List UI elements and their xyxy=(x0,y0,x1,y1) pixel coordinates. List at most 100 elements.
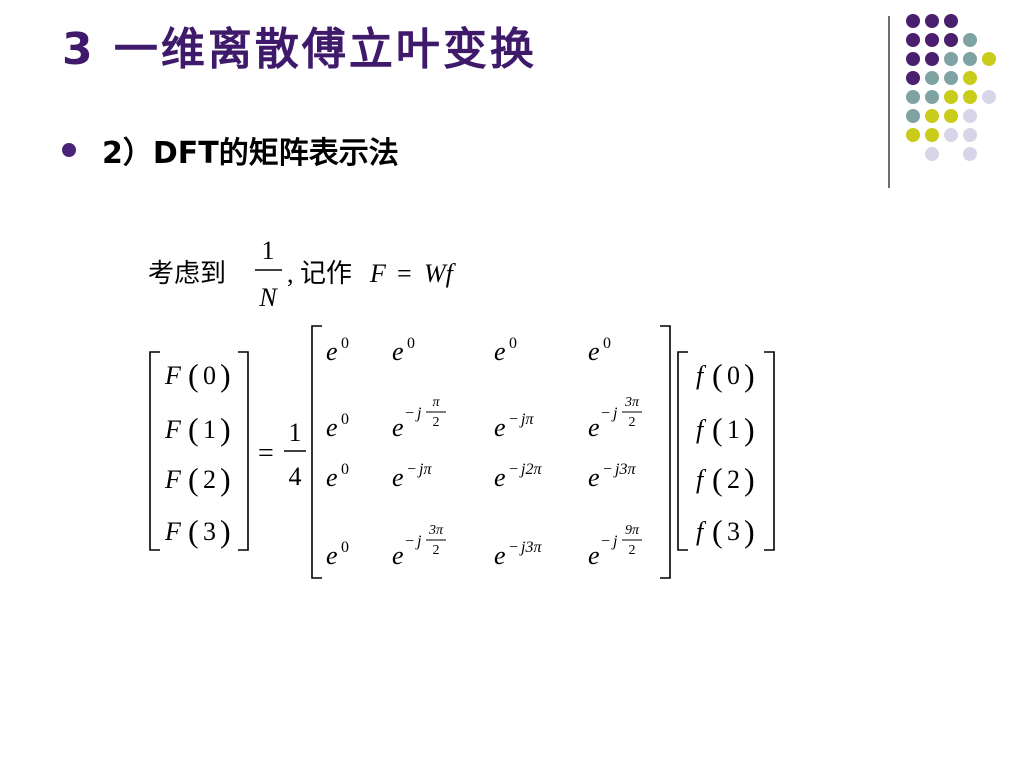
lhs-entry-arg: 0 xyxy=(203,361,216,390)
decorative-dot xyxy=(963,90,977,104)
intro-eq-rhs: Wf xyxy=(424,259,457,288)
matrix-entry-exponent: j2π xyxy=(519,461,542,478)
matrix-entry-exponent: 0 xyxy=(341,335,349,352)
matrix-entry-base: e xyxy=(392,541,404,570)
exponent-minus: − xyxy=(603,461,612,478)
lhs-vector: F(0)F(1)F(2)F(3) xyxy=(149,351,249,551)
lhs-paren-open: ( xyxy=(188,461,199,497)
decorative-dot xyxy=(944,128,958,142)
scale-numerator: 1 xyxy=(289,418,302,447)
decorative-dot xyxy=(963,71,977,85)
matrix-entry-base: e xyxy=(588,413,600,442)
intro-prefix: 考虑到 xyxy=(148,259,226,288)
exponent-minus: − xyxy=(405,405,414,422)
bullet-dot-icon xyxy=(62,143,76,157)
rhs-paren-open: ( xyxy=(712,513,723,549)
decorative-dot xyxy=(944,71,958,85)
equals-sign: = xyxy=(258,438,274,469)
rhs-entry-arg: 2 xyxy=(727,465,740,494)
decorative-dot xyxy=(963,147,977,161)
rhs-entry-arg: 3 xyxy=(727,517,740,546)
decorative-dot xyxy=(925,71,939,85)
exponent-fraction-denominator: 2 xyxy=(629,543,636,558)
matrix-entry-exponent: 0 xyxy=(341,461,349,478)
decorative-dot xyxy=(944,109,958,123)
rhs-entry-symbol: f xyxy=(696,415,707,444)
lhs-left-bracket xyxy=(149,351,160,551)
decorative-dot xyxy=(906,14,920,28)
rhs-paren-close: ) xyxy=(744,411,755,447)
decorative-dot xyxy=(963,52,977,66)
lhs-entry-arg: 1 xyxy=(203,415,216,444)
decorative-dot-grid xyxy=(906,14,1006,164)
lhs-paren-close: ) xyxy=(220,513,231,549)
exponent-minus: − xyxy=(407,461,416,478)
exponent-minus: − xyxy=(509,539,518,556)
intro-line: 考虑到 1 N , 记作 F = Wf xyxy=(148,236,457,312)
exponent-minus: − xyxy=(601,405,610,422)
w-right-bracket xyxy=(660,325,671,579)
matrix-entry-base: e xyxy=(588,463,600,492)
lhs-paren-open: ( xyxy=(188,513,199,549)
matrix-entry-exponent: 0 xyxy=(341,539,349,556)
lhs-paren-close: ) xyxy=(220,357,231,393)
matrix-entry-exponent: 0 xyxy=(603,335,611,352)
exponent-fraction-numerator: 3π xyxy=(428,523,444,538)
lhs-entry-symbol: F xyxy=(164,415,182,444)
lhs-entry-symbol: F xyxy=(164,465,182,494)
intro-fraction-denominator: N xyxy=(258,283,278,312)
rhs-paren-close: ) xyxy=(744,461,755,497)
rhs-entry-symbol: f xyxy=(696,361,707,390)
matrix-entry-base: e xyxy=(326,337,338,366)
rhs-entry-symbol: f xyxy=(696,465,707,494)
lhs-entry-arg: 2 xyxy=(203,465,216,494)
rhs-entry-arg: 1 xyxy=(727,415,740,444)
lhs-paren-close: ) xyxy=(220,461,231,497)
matrix-entry-base: e xyxy=(494,413,506,442)
decorative-dot xyxy=(944,14,958,28)
decorative-dot xyxy=(963,109,977,123)
decorative-dot xyxy=(925,147,939,161)
exponent-minus: − xyxy=(509,461,518,478)
decorative-dot xyxy=(963,33,977,47)
lhs-entry-arg: 3 xyxy=(203,517,216,546)
lhs-right-bracket xyxy=(238,351,249,551)
exponent-fraction-denominator: 2 xyxy=(433,543,440,558)
decorative-dot xyxy=(906,90,920,104)
decorative-dot xyxy=(906,71,920,85)
matrix-entry-base: e xyxy=(326,541,338,570)
rhs-vector: f(0)f(1)f(2)f(3) xyxy=(677,351,775,551)
matrix-entry-exponent: 0 xyxy=(407,335,415,352)
slide-title: 3 一维离散傅立叶变换 xyxy=(62,24,537,75)
matrix-entry-base: e xyxy=(494,463,506,492)
rhs-entry-arg: 0 xyxy=(727,361,740,390)
matrix-entry-base: e xyxy=(588,337,600,366)
decorative-dot xyxy=(906,128,920,142)
exponent-minus: − xyxy=(405,533,414,550)
exponent-j: j xyxy=(611,405,618,422)
matrix-entry-base: e xyxy=(588,541,600,570)
exponent-j: j xyxy=(415,533,422,550)
matrix-entry-base: e xyxy=(392,337,404,366)
intro-note: 记作 xyxy=(300,259,352,288)
decorative-dot xyxy=(906,33,920,47)
decorative-dot xyxy=(925,52,939,66)
bullet-text: 2）DFT的矩阵表示法 xyxy=(102,136,399,171)
decorative-dot xyxy=(925,90,939,104)
matrix-entry-exponent: 0 xyxy=(341,411,349,428)
exponent-j: j xyxy=(415,405,422,422)
intro-comma: , xyxy=(287,259,294,288)
decorative-dot xyxy=(906,109,920,123)
matrix-entry-base: e xyxy=(326,463,338,492)
exponent-fraction-numerator: 9π xyxy=(625,523,640,538)
decorative-dot xyxy=(925,33,939,47)
decorative-dot xyxy=(944,33,958,47)
decorative-dot xyxy=(925,128,939,142)
decorative-dot xyxy=(944,52,958,66)
lhs-paren-open: ( xyxy=(188,357,199,393)
exponent-minus: − xyxy=(601,533,610,550)
rhs-left-bracket xyxy=(677,351,688,551)
matrix-entry-exponent: jπ xyxy=(417,461,432,478)
exponent-j: j xyxy=(611,533,618,550)
matrix-entry-exponent: 0 xyxy=(509,335,517,352)
